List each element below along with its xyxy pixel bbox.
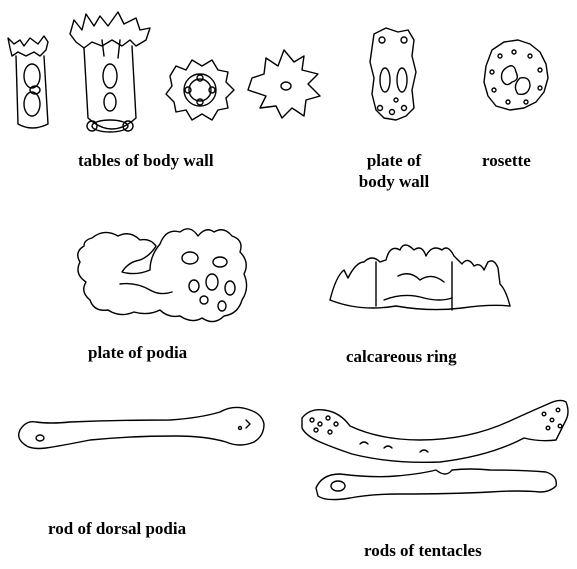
calcareous-ring-drawing [330,245,510,310]
table-tall-drawing [70,12,150,132]
label-plate-of-podia: plate of podia [88,342,187,363]
rod-tentacle-upper-drawing [302,400,568,462]
rosette-drawing [484,40,548,110]
label-plate-of-body-wall-line1: plate of [346,150,442,171]
plate-body-wall-drawing [370,28,416,120]
label-calcareous-ring: calcareous ring [346,346,457,367]
table-round-drawing [166,60,234,120]
rod-dorsal-podia-drawing [19,407,264,448]
label-rods-of-tentacles: rods of tentacles [364,540,482,561]
label-rosette: rosette [482,150,531,171]
table-small-drawing [8,36,48,128]
table-star-drawing [248,50,320,118]
rod-tentacle-lower-drawing [316,469,556,500]
label-rod-of-dorsal-podia: rod of dorsal podia [48,518,186,539]
label-tables-of-body-wall: tables of body wall [78,150,214,171]
label-plate-of-body-wall-line2: body wall [346,171,442,192]
plate-podia-drawing [78,229,247,322]
label-plate-of-body-wall: plate of body wall [346,150,442,192]
